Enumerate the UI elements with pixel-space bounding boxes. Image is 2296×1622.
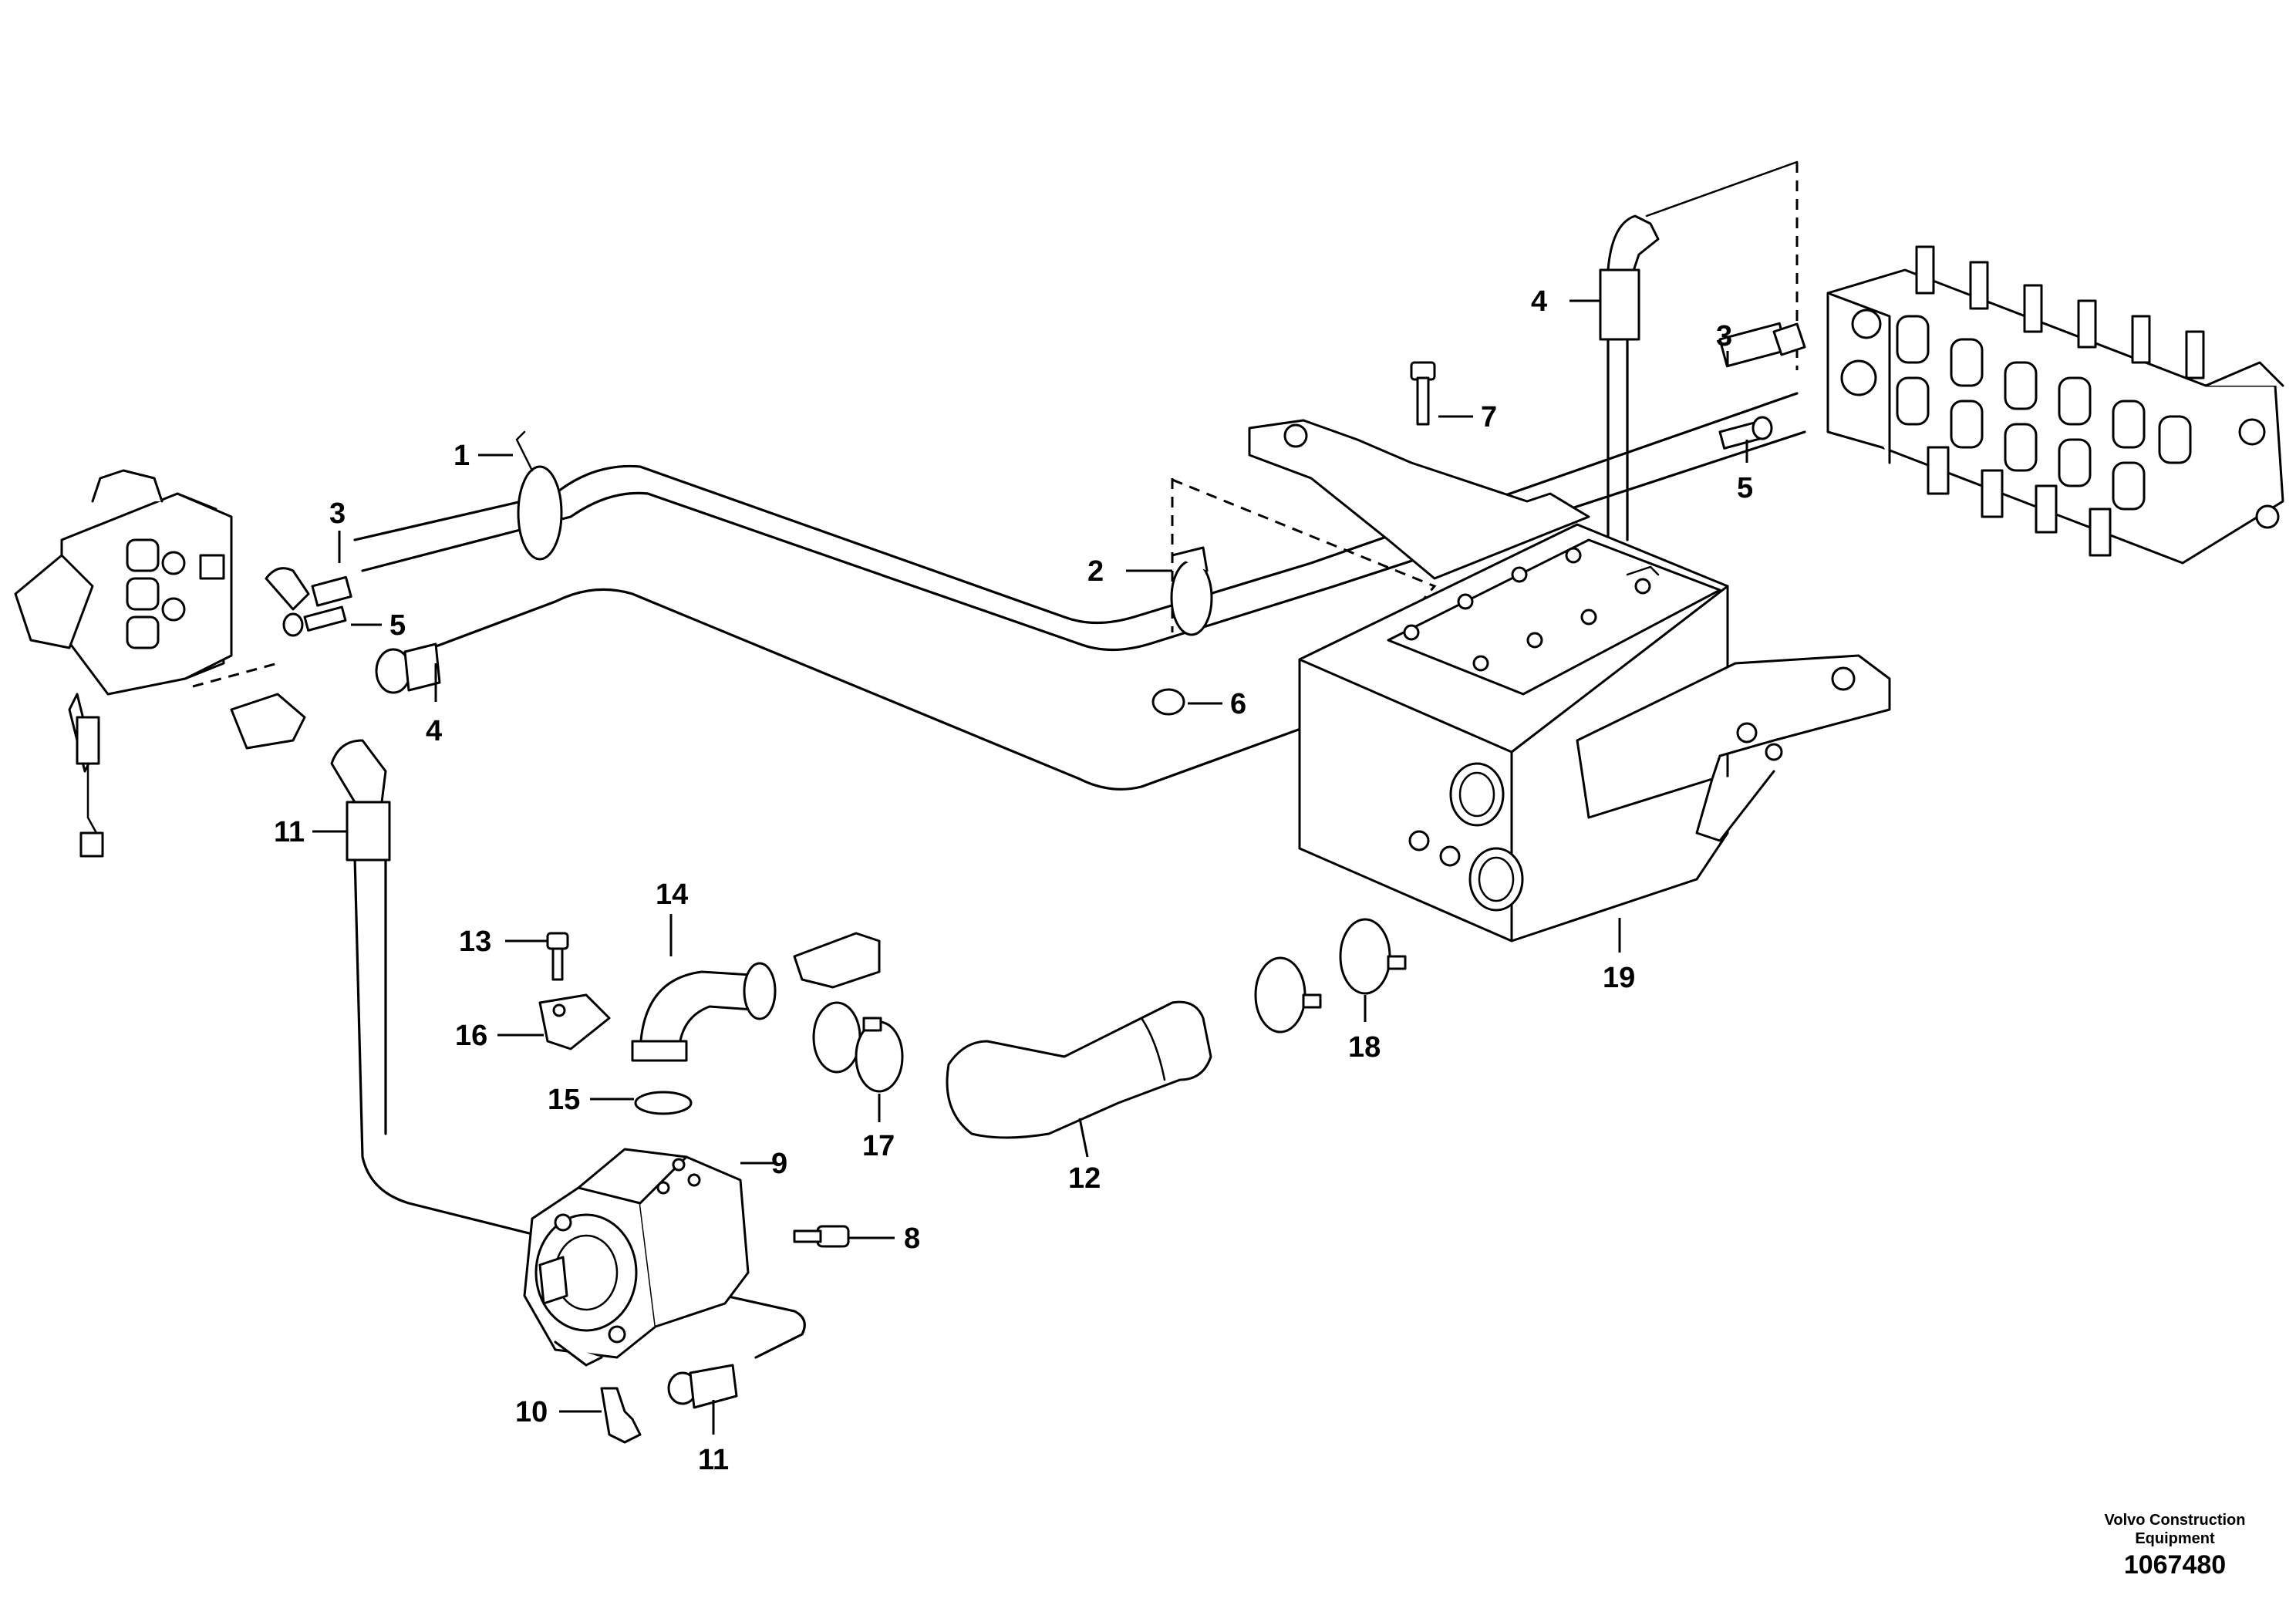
bolt-13 — [546, 932, 569, 981]
callout-8: 8 — [904, 1222, 920, 1255]
callout-14: 14 — [656, 878, 688, 911]
callout-5-left: 5 — [389, 609, 406, 642]
suction-elbow — [631, 932, 881, 1062]
callout-9: 9 — [771, 1148, 787, 1180]
control-valve-left — [14, 469, 233, 858]
valve-spools — [1915, 245, 2205, 379]
callouts: 1 2 3 3 4 4 5 5 6 7 8 9 10 11 11 12 13 — [274, 285, 1753, 1476]
callout-19: 19 — [1603, 962, 1635, 994]
callout-13: 13 — [459, 926, 491, 958]
callout-11-bottom: 11 — [698, 1444, 729, 1476]
bracket — [538, 993, 611, 1050]
drawing-number: 1067480 — [2123, 1550, 2227, 1580]
hydraulic-tank — [1248, 419, 1891, 943]
callout-5-right: 5 — [1737, 472, 1753, 504]
cable-tie — [515, 430, 563, 561]
valve-sections — [1896, 315, 2192, 511]
callout-7: 7 — [1481, 401, 1497, 433]
callout-6: 6 — [1230, 688, 1246, 720]
o-ring — [634, 1091, 693, 1115]
control-valve-right — [1826, 245, 2284, 565]
hose-clamp-17 — [812, 1001, 904, 1093]
callout-15: 15 — [548, 1084, 580, 1116]
fittings — [230, 214, 1806, 1444]
brand-line-2: Equipment — [2135, 1530, 2215, 1547]
hydraulic-lines — [353, 338, 1806, 1359]
valve-bottom-fittings — [1927, 446, 2112, 557]
callout-4-top: 4 — [1531, 285, 1547, 318]
suction-hose — [946, 1000, 1212, 1139]
callout-3-right: 3 — [1716, 320, 1732, 352]
callout-4-left: 4 — [426, 715, 442, 747]
callout-12: 12 — [1068, 1162, 1101, 1195]
callout-3-left: 3 — [329, 497, 346, 530]
callout-10: 10 — [515, 1396, 548, 1428]
callout-1: 1 — [453, 440, 470, 472]
pipe-clamp — [1170, 546, 1213, 636]
callout-18: 18 — [1348, 1031, 1381, 1064]
brand-line-1: Volvo Construction — [2104, 1512, 2246, 1529]
callout-11-top: 11 — [274, 816, 305, 848]
callout-17: 17 — [862, 1130, 895, 1162]
callout-16: 16 — [455, 1020, 487, 1052]
hydraulic-pump — [523, 1148, 750, 1367]
callout-2: 2 — [1087, 555, 1104, 588]
hose-clamp-18 — [1254, 918, 1407, 1034]
